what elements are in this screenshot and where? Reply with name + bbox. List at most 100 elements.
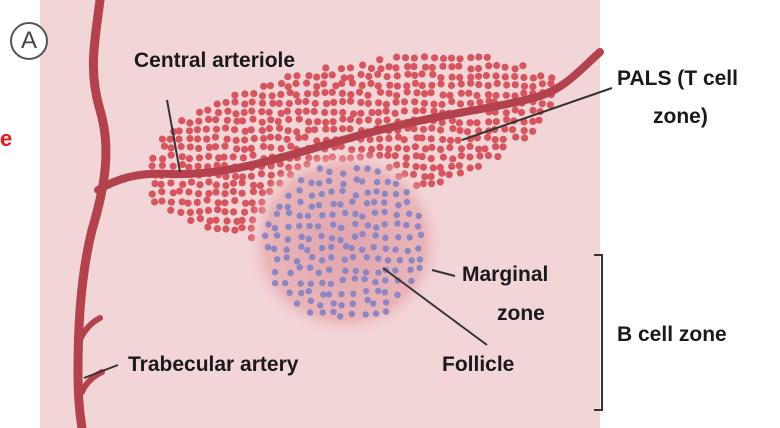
b-cell-dot	[285, 204, 291, 210]
t-cell-dot	[521, 134, 528, 141]
b-cell-dot	[408, 278, 414, 284]
b-cell-dot	[319, 191, 325, 197]
t-cell-dot	[178, 143, 185, 150]
b-cell-dot	[372, 210, 378, 216]
t-cell-dot	[394, 72, 401, 79]
b-cell-dot	[271, 246, 277, 252]
t-cell-dot	[529, 128, 536, 135]
t-cell-dot	[284, 73, 291, 80]
t-cell-dot	[241, 209, 248, 216]
b-cell-dot	[372, 232, 378, 238]
t-cell-dot	[215, 109, 222, 116]
t-cell-dot	[493, 62, 500, 69]
central-arteriole-label: Central arteriole	[134, 48, 295, 74]
t-cell-dot	[512, 81, 519, 88]
t-cell-dot	[500, 143, 507, 150]
t-cell-dot	[418, 134, 425, 141]
t-cell-dot	[473, 119, 480, 126]
t-cell-dot	[448, 163, 455, 170]
t-cell-dot	[196, 181, 203, 188]
b-cell-dot	[265, 244, 271, 250]
t-cell-dot	[383, 101, 390, 108]
t-cell-dot	[475, 163, 482, 170]
t-cell-dot	[258, 108, 265, 115]
t-cell-dot	[170, 163, 177, 170]
b-cell-dot	[309, 192, 315, 198]
b-cell-dot	[307, 309, 313, 315]
b-cell-dot	[416, 213, 422, 219]
t-cell-dot	[402, 54, 409, 61]
t-cell-dot	[446, 171, 453, 178]
t-cell-dot	[239, 117, 246, 124]
b-cell-dot	[272, 269, 278, 275]
t-cell-dot	[221, 190, 228, 197]
t-cell-dot	[313, 83, 320, 90]
t-cell-dot	[195, 118, 202, 125]
b-cell-dot	[330, 221, 336, 227]
t-cell-dot	[484, 54, 491, 61]
b-cell-dot	[374, 179, 380, 185]
t-cell-dot	[403, 145, 410, 152]
b-cell-dot	[262, 233, 268, 239]
t-cell-dot	[437, 74, 444, 81]
t-cell-dot	[365, 100, 372, 107]
b-cell-dot	[365, 222, 371, 228]
t-cell-dot	[457, 127, 464, 134]
t-cell-dot	[411, 98, 418, 105]
b-cell-dot	[309, 254, 315, 260]
t-cell-dot	[455, 63, 462, 70]
t-cell-dot	[393, 92, 400, 99]
b-cell-dot	[403, 189, 409, 195]
t-cell-dot	[422, 64, 429, 71]
t-cell-dot	[259, 119, 266, 126]
t-cell-dot	[481, 145, 488, 152]
t-cell-dot	[278, 145, 285, 152]
t-cell-dot	[305, 118, 312, 125]
t-cell-dot	[249, 116, 256, 123]
b-cell-dot	[305, 213, 311, 219]
t-cell-dot	[295, 134, 302, 141]
t-cell-dot	[222, 124, 229, 131]
t-cell-dot	[411, 72, 418, 79]
t-cell-dot	[547, 101, 554, 108]
b-cell-dot	[393, 181, 399, 187]
b-cell-dot	[359, 178, 365, 184]
t-cell-dot	[439, 136, 446, 143]
b-cell-dot	[320, 291, 326, 297]
t-cell-dot	[322, 64, 329, 71]
t-cell-dot	[375, 82, 382, 89]
b-cell-dot	[364, 297, 370, 303]
t-cell-dot	[375, 99, 382, 106]
t-cell-dot	[311, 126, 318, 133]
t-cell-dot	[440, 154, 447, 161]
t-cell-dot	[428, 180, 435, 187]
b-cell-dot	[328, 254, 334, 260]
t-cell-dot	[458, 152, 465, 159]
t-cell-dot	[206, 144, 213, 151]
b-cell-dot	[364, 200, 370, 206]
t-cell-dot	[368, 65, 375, 72]
b-cell-dot	[407, 234, 413, 240]
t-cell-dot	[476, 152, 483, 159]
t-cell-dot	[519, 62, 526, 69]
t-cell-dot	[521, 127, 528, 134]
b-cell-dot	[340, 181, 346, 187]
t-cell-dot	[404, 63, 411, 70]
t-cell-dot	[259, 92, 266, 99]
b-cell-dot	[397, 257, 403, 263]
t-cell-dot	[215, 199, 222, 206]
b-cell-dot	[329, 235, 335, 241]
b-cell-dot	[364, 165, 370, 171]
t-cell-dot	[421, 90, 428, 97]
t-cell-dot	[349, 80, 356, 87]
t-cell-dot	[188, 179, 195, 186]
t-cell-dot	[511, 73, 518, 80]
t-cell-dot	[428, 135, 435, 142]
t-cell-dot	[248, 145, 255, 152]
b-cell-dot	[403, 222, 409, 228]
b-cell-dot	[320, 309, 326, 315]
t-cell-dot	[321, 89, 328, 96]
t-cell-dot	[250, 90, 257, 97]
t-cell-dot	[539, 80, 546, 87]
b-cell-dot	[395, 202, 401, 208]
